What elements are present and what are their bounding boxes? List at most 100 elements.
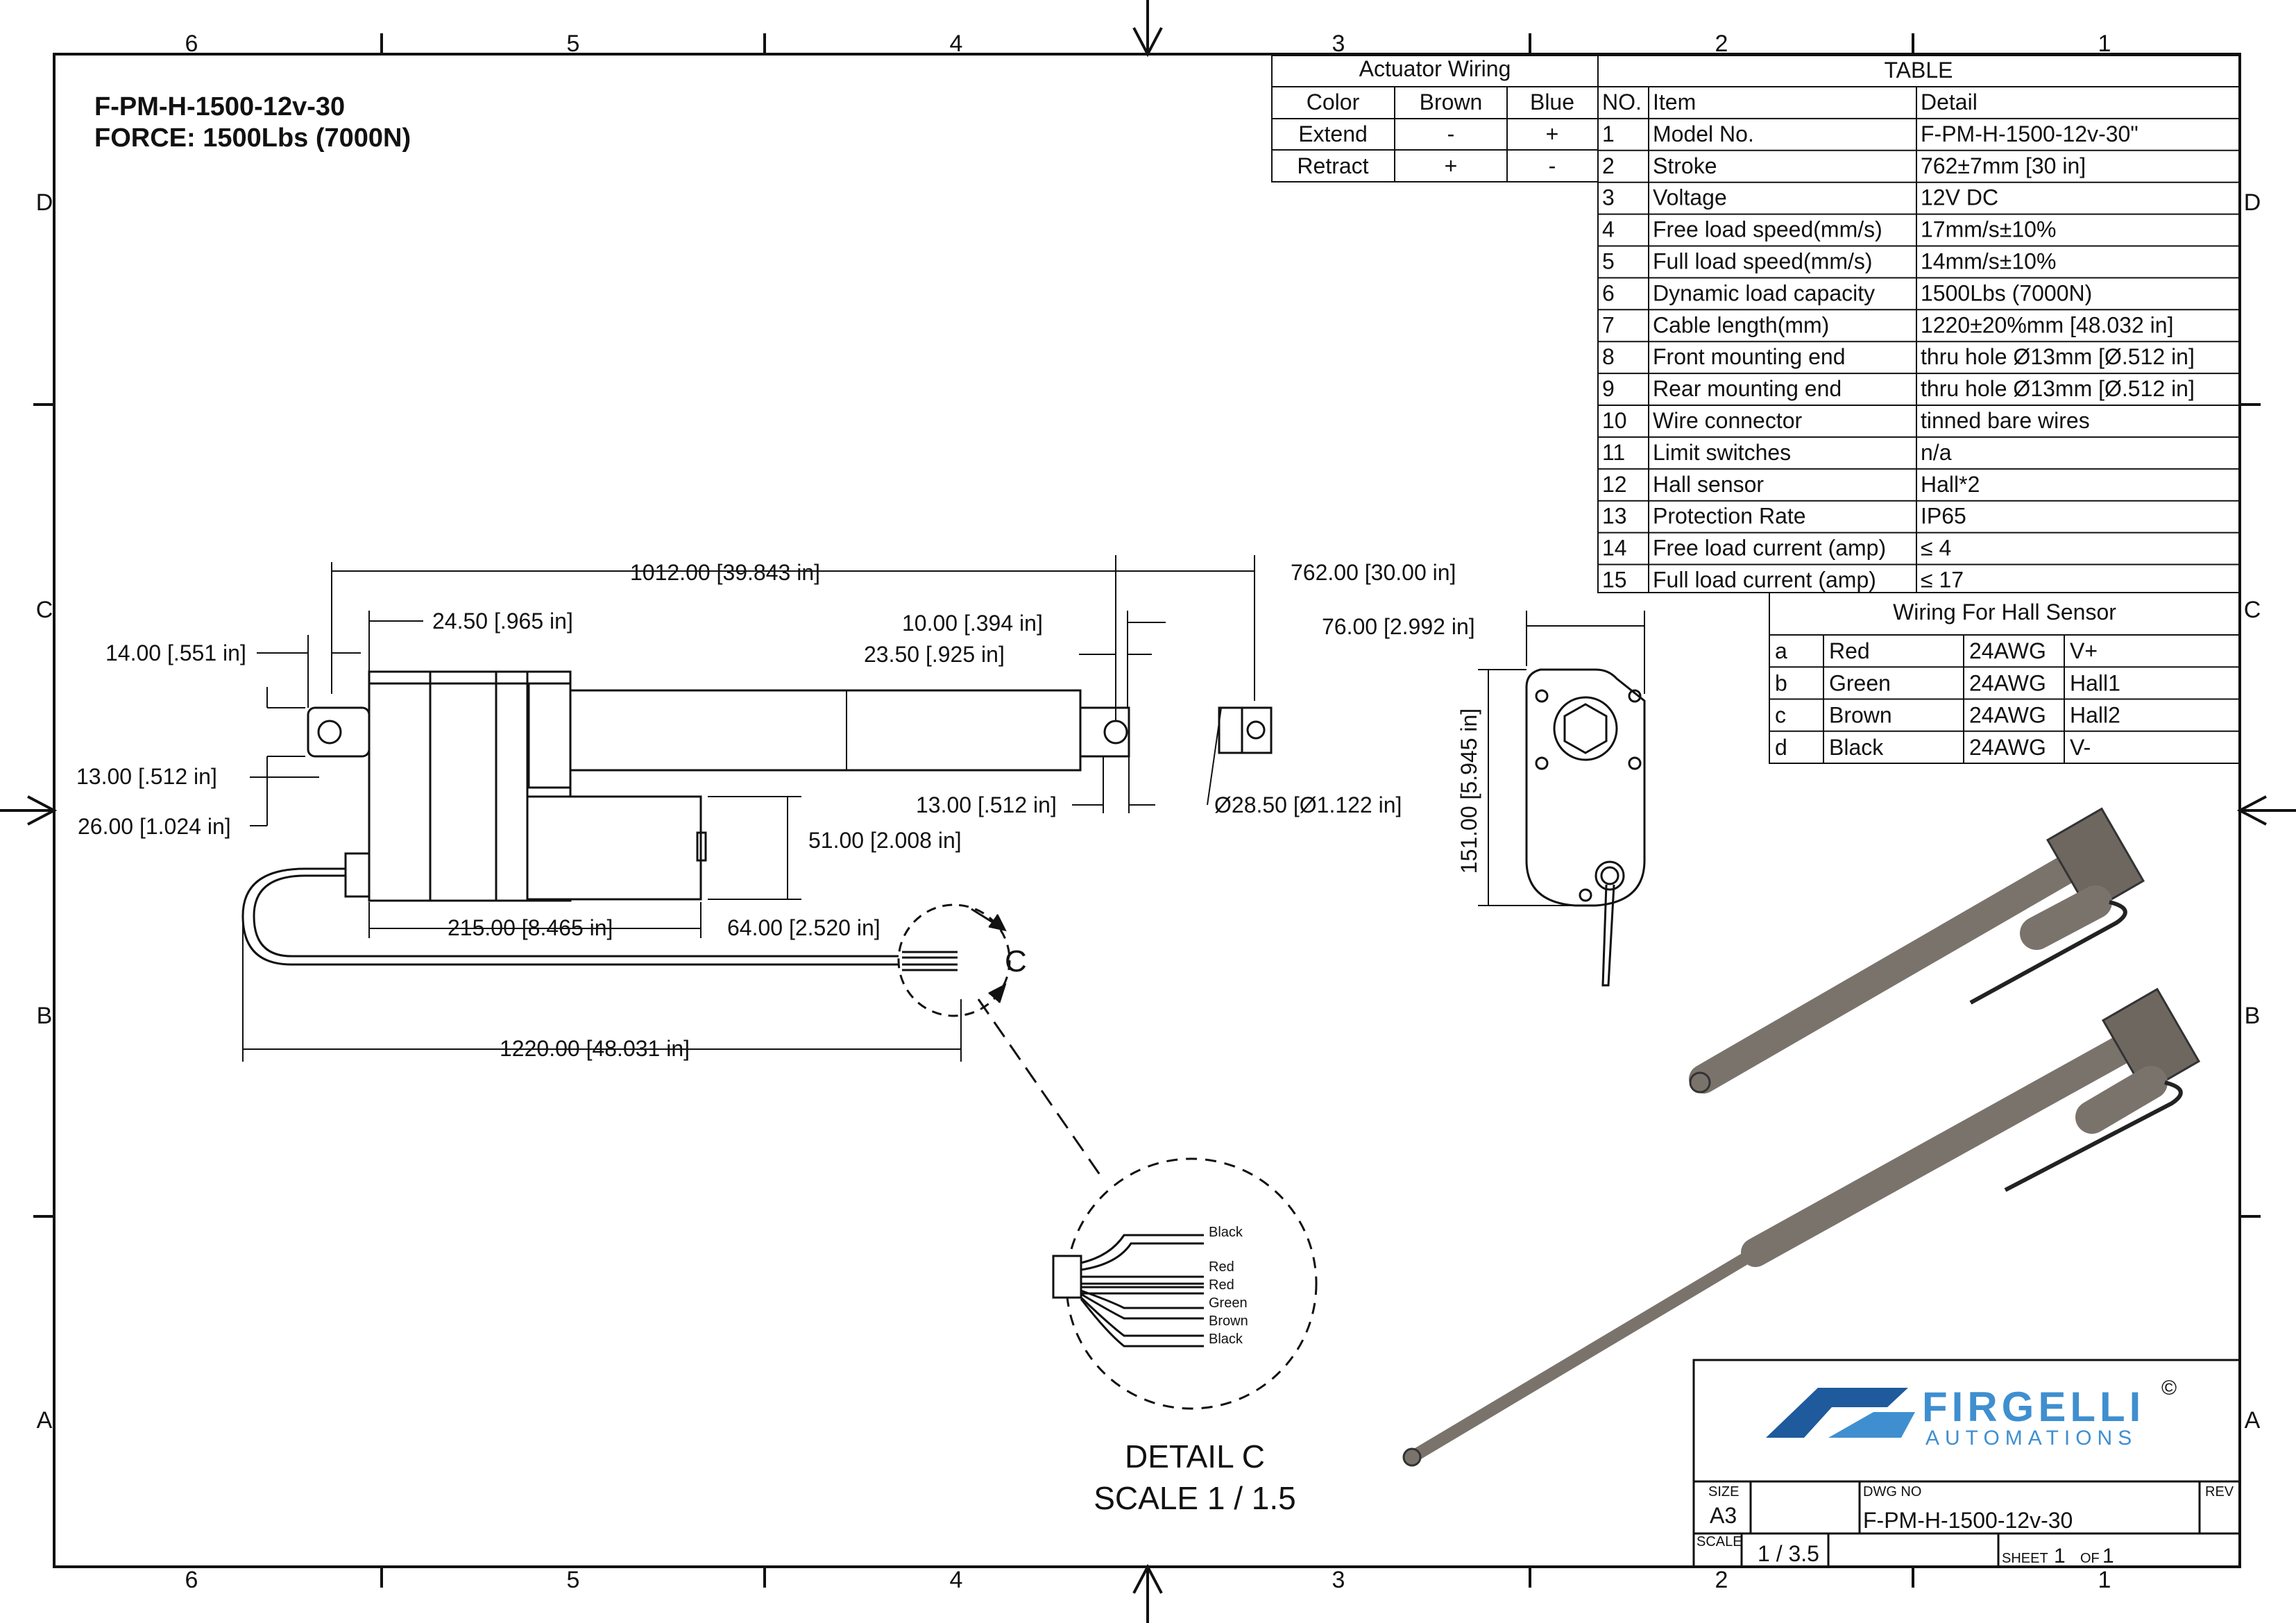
hall-cell: Brown	[1829, 703, 1892, 728]
sheet-value: 1	[2054, 1545, 2066, 1567]
spec-cell: n/a	[1921, 440, 1952, 465]
dim-rear-eye-height: 26.00 [1.024 in]	[78, 814, 231, 839]
wire-label: Black	[1209, 1225, 1243, 1240]
scale-label: SCALE	[1697, 1534, 1742, 1549]
spec-cell: Model No.	[1653, 121, 1754, 146]
spec-header-cell: Detail	[1921, 90, 1978, 114]
spec-cell: 2	[1602, 153, 1615, 178]
zone-col-3-b: 3	[1332, 1567, 1345, 1593]
zone-ticks	[33, 33, 2261, 1588]
zone-col-5-b: 5	[567, 1567, 580, 1593]
hall-cell: 24AWG	[1969, 638, 2046, 663]
actuator-wiring-table: Actuator Wiring Color Brown Blue Extend …	[1271, 55, 1599, 182]
dim-rear-offset: 24.50 [.965 in]	[432, 609, 573, 634]
wiring-title: Actuator Wiring	[1359, 56, 1511, 81]
hall-cell: Red	[1829, 638, 1870, 663]
spec-cell: 12V DC	[1921, 185, 1998, 210]
size-label: SIZE	[1708, 1484, 1739, 1499]
sheet-label: SHEET	[2002, 1551, 2048, 1566]
zone-col-1: 1	[2098, 31, 2111, 57]
hall-cell: Green	[1829, 670, 1891, 695]
spec-cell: thru hole Ø13mm [Ø.512 in]	[1921, 376, 2195, 401]
spec-cell: Rear mounting end	[1653, 376, 1842, 401]
spec-cell: 1	[1602, 121, 1615, 146]
logo-mark-icon	[1766, 1388, 1908, 1438]
wiring-cell: Extend	[1298, 121, 1368, 146]
dim-motor-height: 51.00 [2.008 in]	[808, 828, 962, 853]
wiring-cell: -	[1447, 121, 1455, 146]
hall-cell: d	[1775, 735, 1787, 760]
dim-rod-dia: Ø28.50 [Ø1.122 in]	[1214, 792, 1402, 817]
spec-cell: ≤ 4	[1921, 536, 1951, 561]
spec-cell: 15	[1602, 568, 1627, 593]
detail-callout-label: C	[1005, 944, 1027, 978]
brand-name: FIRGELLI	[1922, 1384, 2145, 1430]
spec-cell: 17mm/s±10%	[1921, 217, 2056, 242]
dim-stroke: 762.00 [30.00 in]	[1291, 560, 1456, 585]
spec-cell: 11	[1602, 440, 1625, 465]
dim-rear-eye: 13.00 [.512 in]	[76, 764, 217, 789]
zone-col-4: 4	[950, 31, 963, 57]
dwg-label: DWG NO	[1863, 1484, 1921, 1499]
zone-row-c-r: C	[2244, 597, 2261, 623]
spec-cell: thru hole Ø13mm [Ø.512 in]	[1921, 344, 2195, 369]
spec-cell: 5	[1602, 249, 1615, 274]
spec-cell: 7	[1602, 312, 1615, 337]
spec-cell: Limit switches	[1653, 440, 1791, 465]
hall-cell: 24AWG	[1969, 670, 2046, 695]
of-label: OF	[2080, 1551, 2100, 1566]
zone-row-a: A	[37, 1407, 53, 1434]
title-block	[1692, 1359, 2241, 1568]
hall-cell: V-	[2070, 735, 2091, 760]
spec-title: TABLE	[1885, 58, 1953, 83]
spec-cell: Hall sensor	[1653, 472, 1764, 497]
actuator-end-view	[1478, 611, 1646, 987]
zone-labels: 6 5 4 3 2 1 6 5 4 3 2 1 D C B A D C B A	[36, 31, 2261, 1593]
spec-cell: tinned bare wires	[1921, 408, 2090, 433]
zone-row-d: D	[36, 189, 53, 216]
hall-cell: 24AWG	[1969, 735, 2046, 760]
dim-overall: 1012.00 [39.843 in]	[630, 560, 820, 585]
hall-cell: a	[1775, 638, 1787, 663]
spec-header-cell: Item	[1653, 90, 1696, 114]
hall-cell: V+	[2070, 638, 2098, 663]
isometric-view-extended	[1402, 987, 2201, 1467]
wire-label: Black	[1209, 1332, 1243, 1347]
copyright-mark: ©	[2161, 1377, 2177, 1400]
spec-cell: Free load current (amp)	[1653, 536, 1886, 561]
dimension-lines	[242, 555, 1255, 1062]
detail-title: DETAIL C	[1125, 1438, 1265, 1475]
hall-sensor-table: Wiring For Hall Sensor a Red 24AWG V+ b Green…	[1769, 592, 2240, 764]
zone-col-4-b: 4	[950, 1567, 963, 1593]
spec-cell: 12	[1602, 472, 1627, 497]
hall-cell: b	[1775, 670, 1787, 695]
wiring-header: Color	[1307, 90, 1360, 114]
spec-cell: Front mounting end	[1653, 344, 1846, 369]
zone-row-d-r: D	[2244, 189, 2261, 216]
spec-cell: 10	[1602, 408, 1627, 433]
firgelli-logo	[1766, 1388, 1915, 1438]
spec-cell: Hall*2	[1921, 472, 1980, 497]
spec-cell: 4	[1602, 217, 1615, 242]
dim-cable-len: 1220.00 [48.031 in]	[500, 1036, 690, 1061]
spec-cell: 762±7mm [30 in]	[1921, 153, 2086, 178]
spec-cell: Cable length(mm)	[1653, 312, 1829, 337]
zone-col-3: 3	[1332, 31, 1345, 57]
spec-cell: 1500Lbs (7000N)	[1921, 280, 2092, 305]
size-value: A3	[1710, 1503, 1737, 1528]
zone-col-6-b: 6	[185, 1567, 198, 1593]
spec-cell: Full load speed(mm/s)	[1653, 249, 1873, 274]
zone-col-2: 2	[1715, 31, 1728, 57]
spec-cell: Protection Rate	[1653, 504, 1806, 529]
spec-cell: 6	[1602, 280, 1615, 305]
spec-cell: 9	[1602, 376, 1615, 401]
actuator-side-view	[241, 670, 1273, 966]
spec-cell: IP65	[1921, 504, 1966, 529]
spec-cell: ≤ 17	[1921, 568, 1964, 593]
spec-cell: Full load current (amp)	[1653, 568, 1876, 593]
dim-housing-len: 215.00 [8.465 in]	[448, 915, 613, 940]
hall-title: Wiring For Hall Sensor	[1893, 600, 2116, 624]
